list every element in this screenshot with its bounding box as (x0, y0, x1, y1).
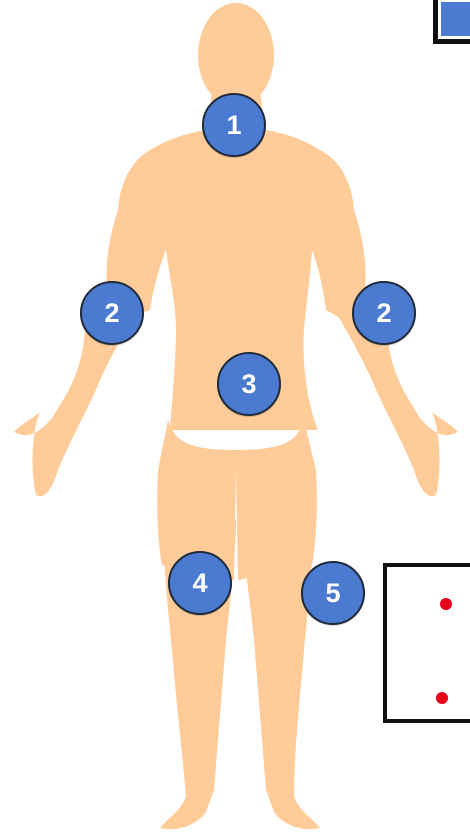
marker-label: 4 (192, 568, 207, 599)
marker-neck: 1 (202, 93, 266, 157)
top-panel-fill (441, 2, 470, 36)
legend-panel (383, 563, 470, 723)
legend-dot (436, 692, 448, 704)
marker-right-elbow: 2 (80, 281, 144, 345)
marker-label: 1 (226, 110, 241, 141)
marker-left-elbow: 2 (352, 281, 416, 345)
marker-right-knee: 4 (168, 551, 232, 615)
marker-label: 3 (241, 369, 256, 400)
marker-label: 2 (376, 298, 391, 329)
marker-pelvis: 3 (217, 352, 281, 416)
legend-dot (440, 598, 452, 610)
marker-label: 5 (325, 578, 340, 609)
marker-left-knee: 5 (301, 561, 365, 625)
marker-label: 2 (104, 298, 119, 329)
top-panel (433, 0, 470, 44)
